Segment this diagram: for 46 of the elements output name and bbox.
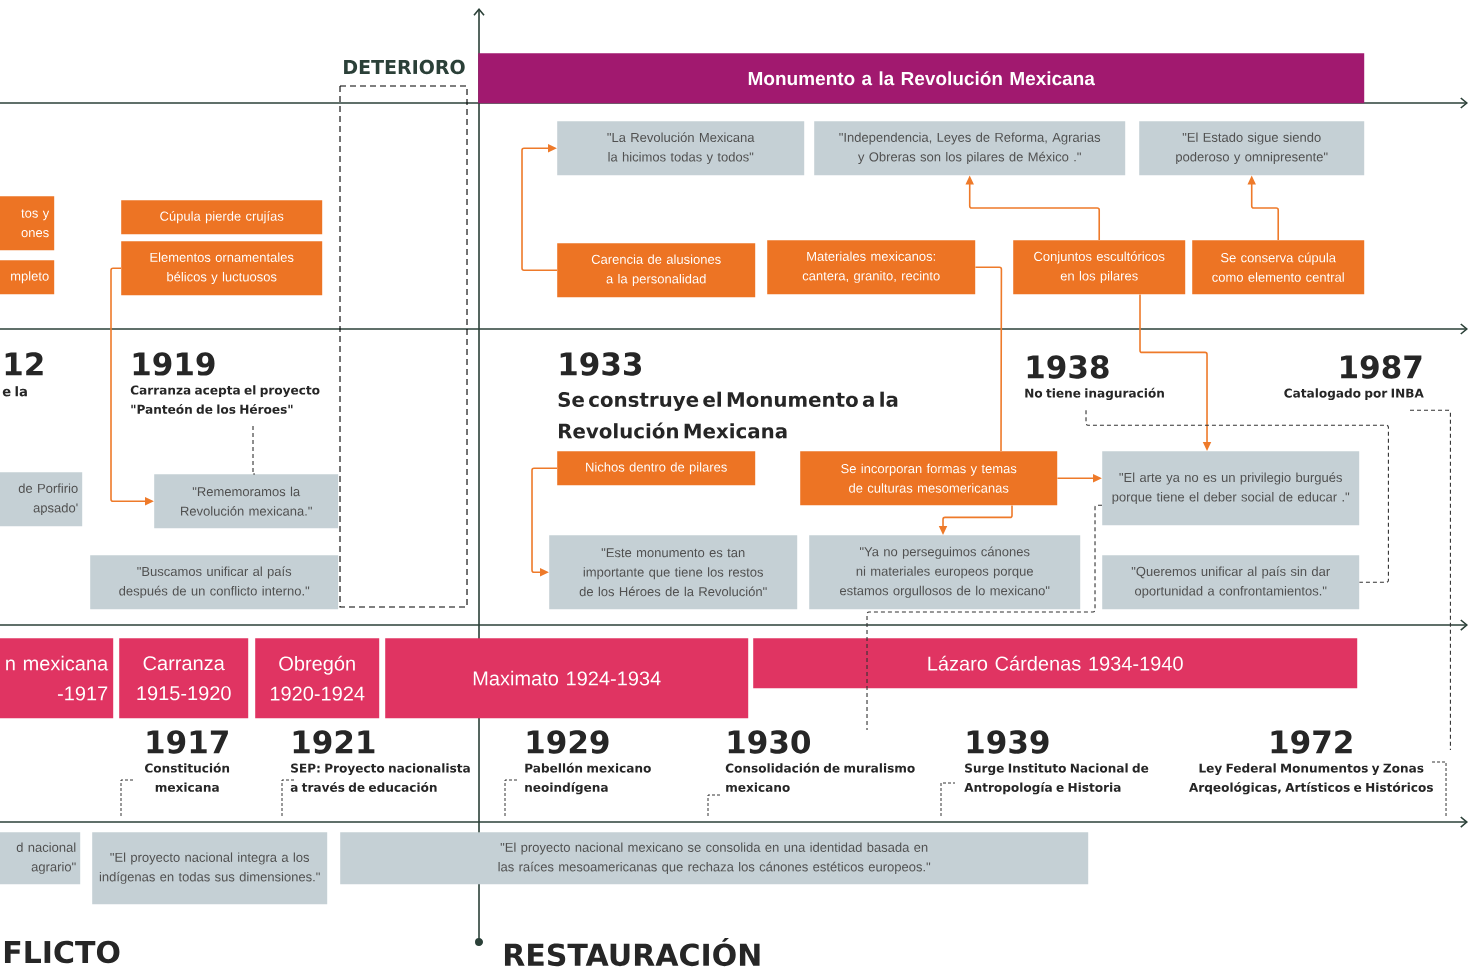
timeline-event: 1972 Ley Federal Monumentos y Zonas Arqeológicas, Artísticos e Históricos (1189, 730, 1433, 795)
feature-box: mpleto (0, 260, 55, 295)
quote-box: de Porfirio apsado' (0, 472, 83, 527)
feature-box: tos y ones (0, 196, 55, 251)
arrow (521, 143, 558, 271)
period-bar: Lázaro Cárdenas 1934-1940 (753, 638, 1358, 689)
section-heading: FLICTO (4, 940, 120, 964)
section-heading: RESTAURACIÓN (504, 937, 760, 967)
period-bar: Obregón 1920-1924 (255, 638, 380, 719)
quote-box: d nacional agrario" (0, 832, 81, 885)
period-bar: n mexicana -1917 (0, 638, 114, 719)
quote-box: "Independencia, Leyes de Reforma, Agrarias y Obreras son los pilares de México ." (814, 121, 1126, 176)
period-bar: Maximato 1924-1934 (385, 638, 749, 719)
quote-box: "El proyecto nacional integra a los indígenas en todas sus dimensiones." (92, 832, 328, 905)
feature-box: Elementos ornamentales bélicos y luctuosos (121, 241, 323, 296)
quote-box: "Este monumento es tan importante que tiene los restos de los Héroes de la Revolución" (549, 535, 798, 610)
quote-box: "Buscamos unificar al país después de un conflicto interno." (90, 555, 339, 610)
timeline-event: 1919 Carranza acepta el proyecto "Panteón de los Héroes" (130, 352, 320, 414)
leader-line (1409, 409, 1451, 751)
timeline-event: 1930 Consolidación de muralismo mexicano (725, 730, 915, 792)
leader-line (252, 425, 256, 475)
timeline-event: 1987 Catalogado por INBA (1284, 355, 1424, 401)
feature-box: Se incorporan formas y temas de culturas mesomericanas (800, 451, 1058, 506)
feature-box: Cúpula pierde crujías (121, 200, 323, 235)
feature-box: Carencia de alusiones a la personalidad (557, 243, 756, 298)
quote-box: "Queremos unificar al país sin dar oportunidad a confrontamientos." (1102, 555, 1360, 610)
feature-box: Se conserva cúpula como elemento central (1192, 240, 1365, 295)
title-bar: Monumento a la Revolución Mexicana (478, 53, 1365, 104)
feature-box: Materiales mexicanos: cantera, granito, recinto (767, 240, 976, 295)
quote-box: "El arte ya no es un privilegio burgués porque tiene el deber social de educar ." (1102, 451, 1360, 526)
timeline-event: 1917 Constitución mexicana (145, 730, 230, 792)
timeline-event: 1938 No tiene inaguración (1025, 355, 1164, 401)
quote-box: "La Revolución Mexicana la hicimos todas y todos" (557, 121, 805, 176)
quote-box: "Rememoramos la Revolución mexicana." (154, 474, 339, 529)
timeline-event: 1939 Surge Instituto Nacional de Antropología e Historia (964, 730, 1149, 795)
quote-box: "El Estado sigue siendo poderoso y omnipresente" (1139, 121, 1365, 176)
timeline-event: 1921 SEP: Proyecto nacionalista a través de educación (290, 730, 470, 792)
quote-box: "Ya no perseguimos cánones ni materiales europeos porque estamos orgullosos de lo mexicano" (809, 535, 1081, 610)
leader-line (866, 504, 1103, 731)
quote-box: "El proyecto nacional mexicano se consolida en una identidad basada en las raíces mesoamericanas que rechaza los cánones estéticos europeos." (340, 832, 1089, 885)
timeline-event: 1933 Se construye el Monumento a la Revolución Mexicana (558, 352, 898, 439)
period-bar: Carranza 1915-1920 (119, 638, 249, 719)
feature-box: Conjuntos escultóricos en los pilares (1013, 240, 1186, 295)
timeline-event: 1929 Pabellón mexicano neoindígena (525, 730, 651, 795)
feature-box: Nichos dentro de pilares (557, 451, 756, 486)
timeline-event: 12 e la (2, 352, 43, 397)
